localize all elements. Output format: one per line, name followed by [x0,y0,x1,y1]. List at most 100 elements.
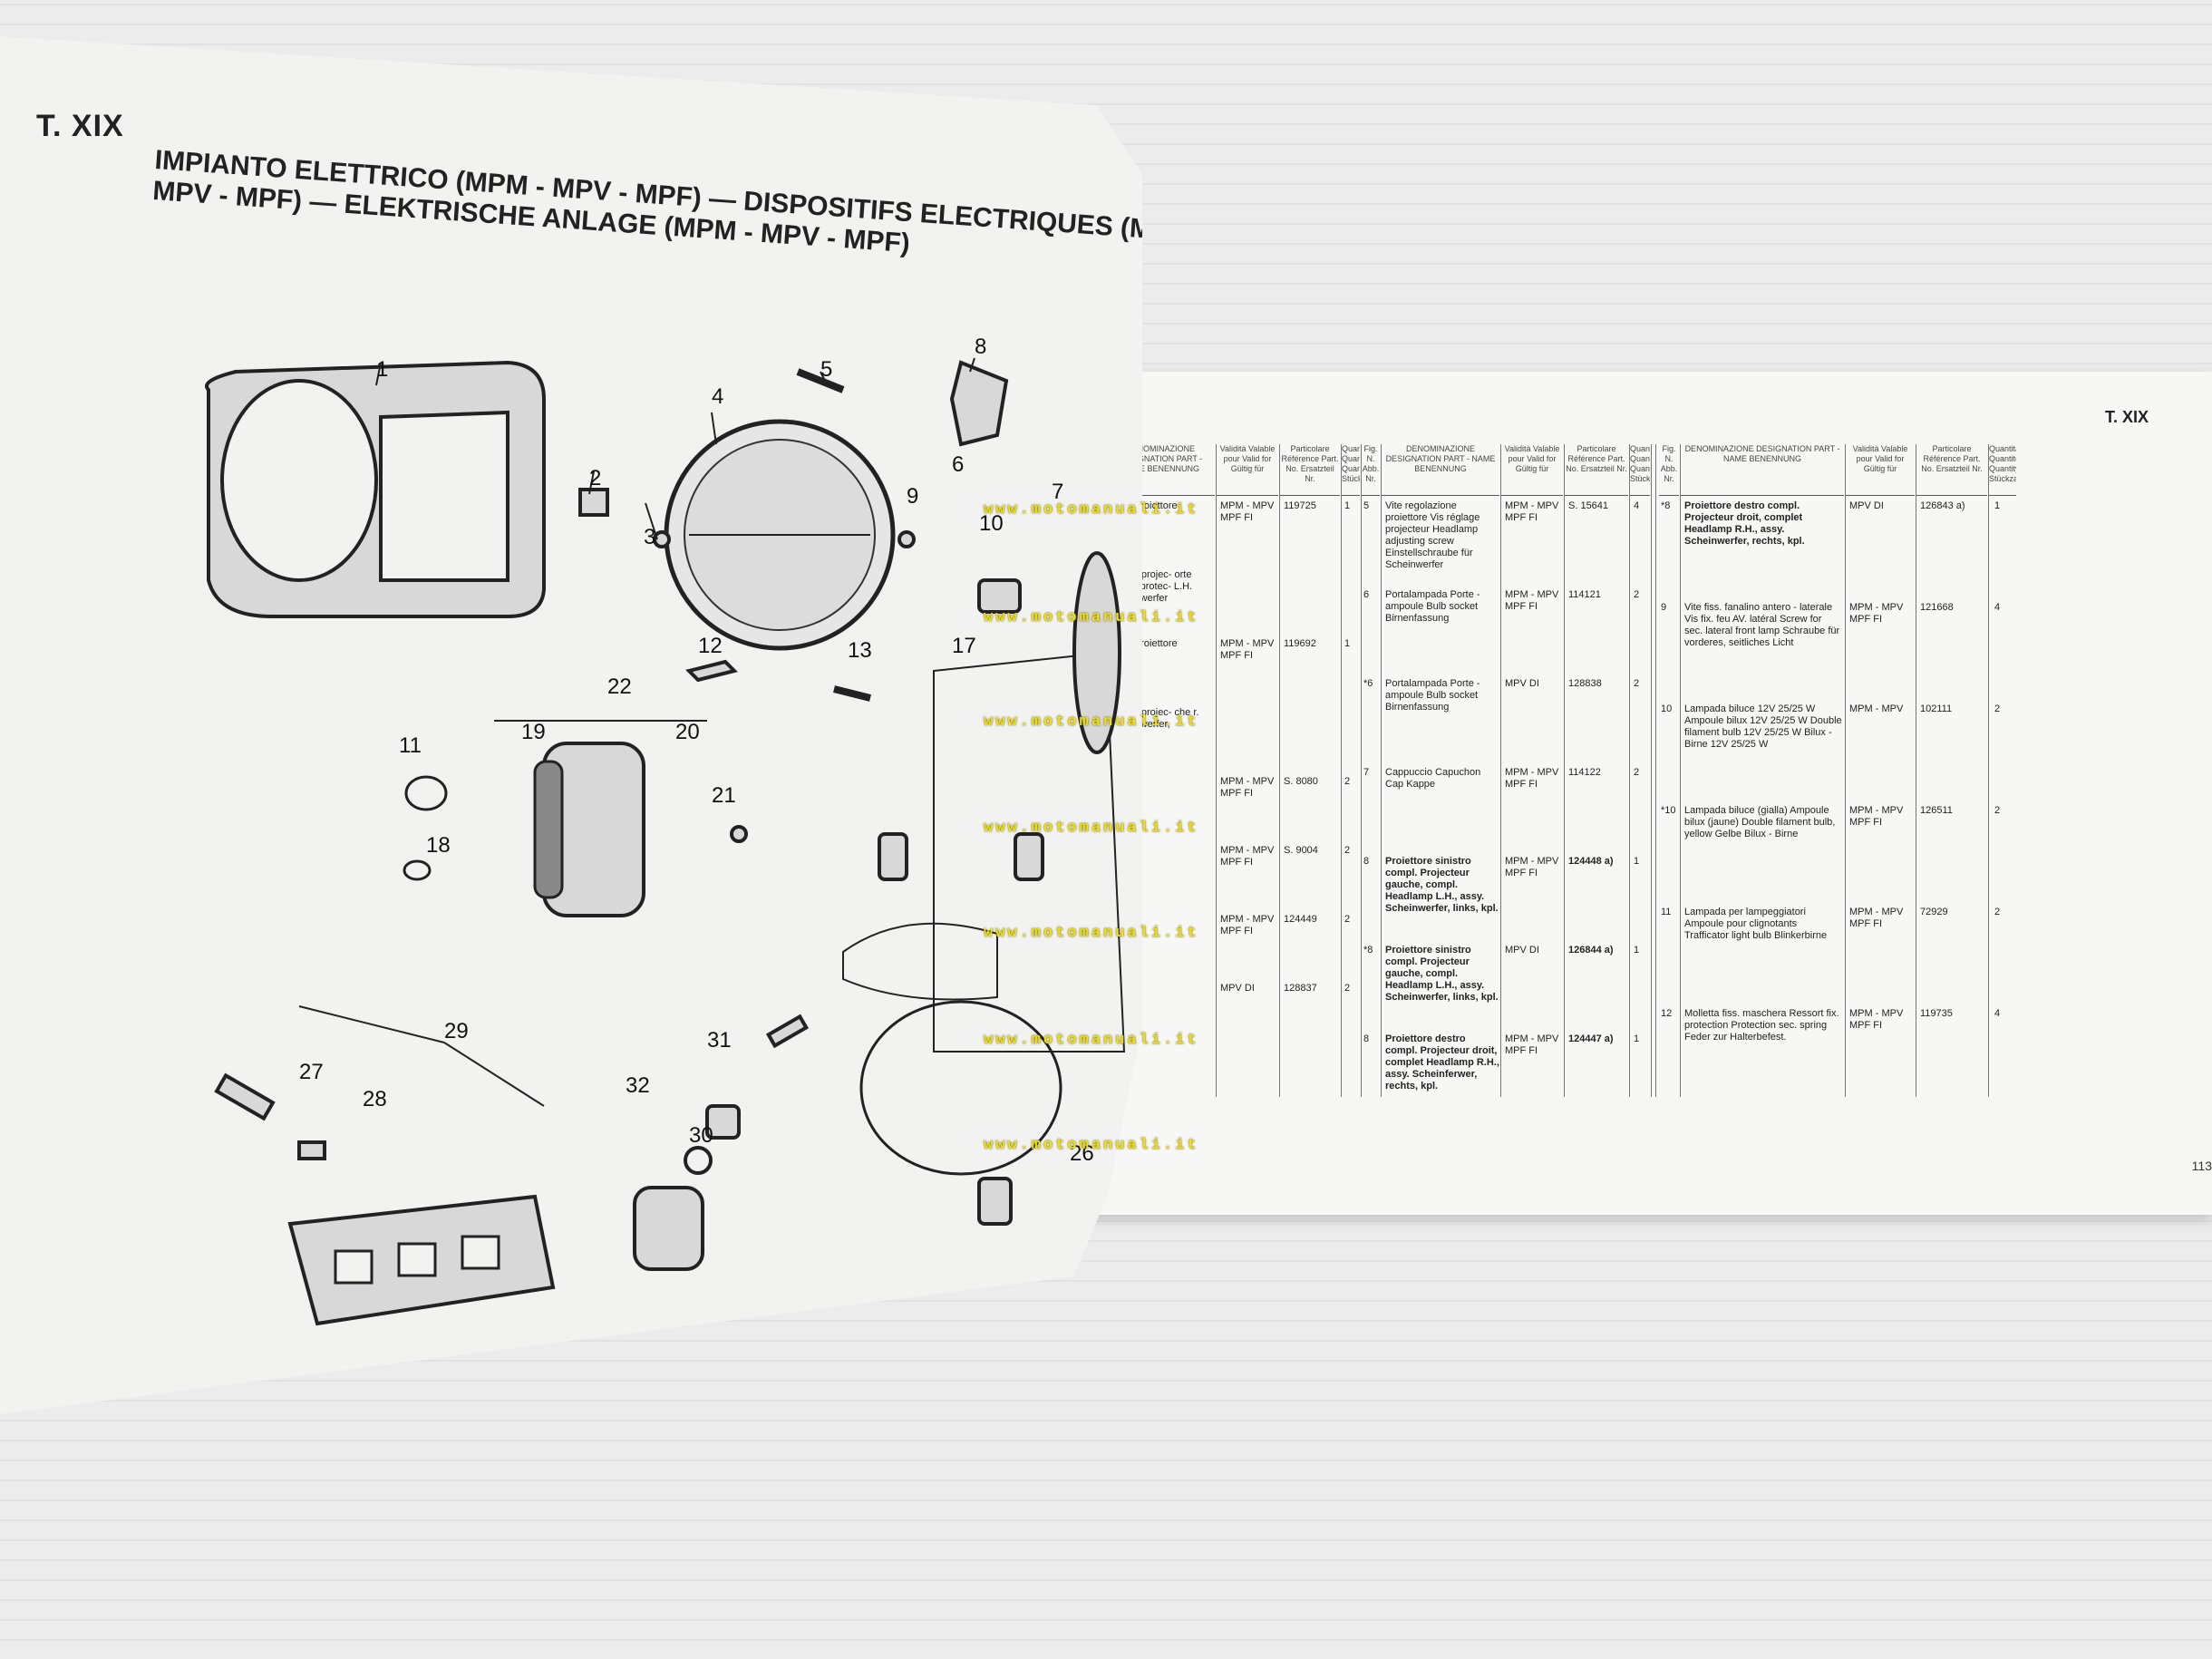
part-quantity: 1 [1634,945,1640,956]
header-validita: Validità Valable pour Valid for Gültig f… [1501,444,1563,496]
part-quantity: 2 [1344,983,1351,994]
left-page: T. XIX IMPIANTO ELETTRICO (MPM - MPV - M… [0,36,1142,1414]
header-quantita: Quantità Quantité Quantity Stückzahl [1342,444,1360,496]
header-fig: Fig. N. Abb. Nr. [1659,444,1679,496]
part-quantity: 2 [1344,776,1351,787]
part-validity: MPM - MPV MPF FI [1849,907,1904,929]
callout-number: 7 [1052,480,1063,504]
part-quantity: 1 [1344,500,1351,511]
part-quantity: 2 [1634,589,1640,600]
part-number: 124448 a) [1568,856,1614,867]
part-name: Lampada biluce (gialla) Ampoule bilux (j… [1684,805,1836,839]
part-number: S. 8080 [1284,776,1318,787]
part-quantity: 2 [1344,914,1351,925]
right-page: T. XIX DENOMINAZIONE DESIGNATION PART - … [1070,372,2212,1215]
part-number: 128838 [1568,678,1602,689]
part-name: Vite regolazione proiettore Vis réglage … [1385,500,1480,570]
watermark-text: www.motomanuali.it [984,609,1199,626]
part-validity: MPM - MPV MPF FI [1505,767,1559,790]
part-validity: MPV DI [1505,945,1539,956]
part-name: Vite fiss. fanalino antero - laterale Vi… [1684,602,1840,648]
header-denominazione: DENOMINAZIONE DESIGNATION PART - NAME BE… [1106,444,1215,496]
callout-number: 3 [644,525,655,549]
part-validity: MPM - MPV MPF FI [1505,1033,1559,1056]
part-number: S. 9004 [1284,845,1318,856]
part-quantity: 2 [1344,845,1351,856]
header-particolare: Particolare Référence Part. No. Ersatzte… [1280,444,1340,496]
fig-number: 6 [1363,589,1370,600]
callout-number: 29 [444,1019,469,1043]
part-quantity: 1 [1994,500,2001,511]
part-name: Proiettore sinistro compl. Projecteur ga… [1385,945,1499,1003]
fig-number: 8 [1363,1033,1370,1044]
callout-number: 1 [376,357,388,382]
part-number: S. 15641 [1568,500,1609,511]
header-denominazione: DENOMINAZIONE DESIGNATION PART - NAME BE… [1382,444,1499,496]
part-validity: MPV DI [1505,678,1539,689]
header-validita: Validità Valable pour Valid for Gültig f… [1217,444,1278,496]
callout-number: 20 [675,720,700,744]
callout-number: 31 [707,1028,732,1053]
part-quantity: 1 [1344,638,1351,649]
callout-number: 30 [689,1123,713,1148]
callout-number: 21 [712,783,736,808]
callout-number: 10 [979,511,1004,536]
callout-number: 19 [521,720,546,744]
part-validity: MPM - MPV MPF FI [1220,914,1275,936]
callout-number: 18 [426,833,451,858]
part-number: 121668 [1920,602,1954,613]
part-validity: MPM - MPV MPF FI [1849,602,1904,625]
part-validity: MPM - MPV MPF FI [1849,1008,1904,1031]
table-code: T. XIX [36,109,124,143]
part-number: 119735 [1920,1008,1953,1019]
part-number: 124449 [1284,914,1317,925]
fig-number: 11 [1661,907,1672,917]
watermark-text: www.motomanuali.it [984,820,1199,837]
part-validity: MPM - MPV MPF FI [1220,500,1275,523]
part-name: Portalampada Porte - ampoule Bulb socket… [1385,678,1480,713]
header-fig: Fig. N. Abb. Nr. [1362,444,1380,496]
part-quantity: 2 [1994,907,2001,917]
fig-number: *8 [1363,945,1373,956]
watermark-text: www.motomanuali.it [984,925,1199,942]
part-quantity: 4 [1634,500,1640,511]
part-number: 128837 [1284,983,1317,994]
part-quantity: 2 [1634,767,1640,778]
parts-table: DENOMINAZIONE DESIGNATION PART - NAME BE… [1106,444,2212,1106]
headlamp-drawing [664,419,896,651]
fig-number: *8 [1661,500,1671,511]
part-name: Cappuccio Capuchon Cap Kappe [1385,767,1481,790]
callout-number: 5 [820,357,832,382]
part-name: Proiettore destro compl. Projecteur droi… [1385,1033,1499,1091]
header-quantita: Quantità Quantité Quantity Stückzahl [1989,444,2016,496]
fig-number: 9 [1661,602,1667,613]
part-validity: MPM - MPV MPF FI [1849,805,1904,828]
part-quantity: 4 [1994,1008,2001,1019]
callout-number: 13 [848,638,872,663]
page-number: 113 [2191,1159,2212,1173]
part-name: Molletta fiss. maschera Ressort fix. pro… [1684,1008,1839,1043]
part-number: 114122 [1568,767,1601,778]
part-number: 72929 [1920,907,1948,917]
part-quantity: 2 [1994,805,2001,816]
callout-number: 22 [607,674,632,699]
part-quantity: 2 [1994,703,2001,714]
header-quantita: Quantità Quantité Quantity Stückzahl [1630,444,1650,496]
callout-number: 27 [299,1060,324,1084]
callout-number: 8 [975,335,986,359]
part-name: Portalampada Porte - ampoule Bulb socket… [1385,589,1480,624]
part-validity: MPM - MPV MPF FI [1220,845,1275,868]
header-denominazione: DENOMINAZIONE DESIGNATION PART - NAME BE… [1681,444,1844,496]
part-number: 126844 a) [1568,945,1614,956]
watermark-text: www.motomanuali.it [984,713,1199,731]
part-validity: MPM - MPV MPF FI [1220,776,1275,799]
header-particolare: Particolare Référence Part. No. Ersatzte… [1916,444,1987,496]
part-validity: MPM - MPV MPF FI [1505,500,1559,523]
part-validity: MPM - MPV MPF FI [1505,589,1559,612]
part-number: 114121 [1568,589,1601,600]
part-validity: MPV DI [1220,983,1255,994]
fig-number: *10 [1661,805,1676,816]
table-code: T. XIX [2104,408,2149,426]
part-number: 119725 [1284,500,1316,511]
part-number: 126511 [1920,805,1953,816]
